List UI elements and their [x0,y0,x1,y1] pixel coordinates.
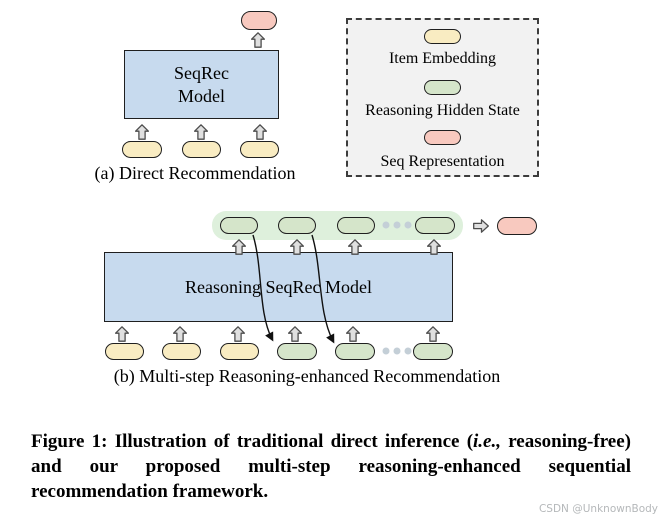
up-arrow-icon [194,124,208,140]
reasoning-hidden-state-pill [337,217,375,234]
legend-label-item-embedding: Item Embedding [388,50,497,67]
reasoning-hidden-state-pill [277,343,317,360]
seq-representation-pill [497,217,537,235]
seq-representation-pill [241,11,277,30]
legend-label-reasoning-hidden-state: Reasoning Hidden State [365,102,520,119]
item-embedding-pill [105,343,144,360]
item-embedding-pill [220,343,259,360]
reasoning-hidden-state-pill [220,217,258,234]
reasoning-seqrec-model-label: Reasoning SeqRec Model [185,276,372,297]
reasoning-hidden-state-pill [278,217,316,234]
csdn-watermark: CSDN @UnknownBody [538,503,658,515]
figure-caption: Figure 1: Illustration of traditional di… [31,429,631,504]
seqrec-model-label: SeqRec Model [174,62,229,106]
reasoning-seqrec-model-box: Reasoning SeqRec Model [104,252,453,322]
reasoning-hidden-state-pill [413,343,453,360]
figure-caption-text: Figure 1: Illustration of traditional di… [31,431,474,452]
panel-b-caption: (b) Multi-step Reasoning-enhanced Recomm… [113,366,501,386]
up-arrow-icon [231,326,245,342]
seqrec-model-box: SeqRec Model [124,50,279,119]
up-arrow-icon [173,326,187,342]
legend-box: Item Embedding Reasoning Hidden State Se… [346,18,539,177]
panel-a-caption: (a) Direct Recommendation [94,163,296,183]
figure-caption-italic: i.e., [473,431,501,452]
item-embedding-pill [122,141,162,158]
reasoning-hidden-state-pill [415,217,455,234]
item-embedding-pill [424,29,461,44]
ellipsis-dots [382,347,412,355]
up-arrow-icon [135,124,149,140]
up-arrow-icon [251,32,265,48]
reasoning-hidden-state-pill [335,343,375,360]
arrows-overlay [115,32,489,355]
legend-label-seq-representation: Seq Representation [380,153,505,170]
up-arrow-icon [288,326,302,342]
item-embedding-pill [182,141,221,158]
up-arrow-icon [346,326,360,342]
up-arrow-icon [253,124,267,140]
up-arrow-icon [115,326,129,342]
figure-caption-text: reasoning-free) and our proposed multi-s… [31,431,631,502]
item-embedding-pill [240,141,279,158]
item-embedding-pill [162,343,201,360]
output-right-arrow-icon [473,219,489,233]
seq-representation-pill [424,130,461,145]
reasoning-hidden-state-pill [424,80,461,95]
up-arrow-icon [426,326,440,342]
